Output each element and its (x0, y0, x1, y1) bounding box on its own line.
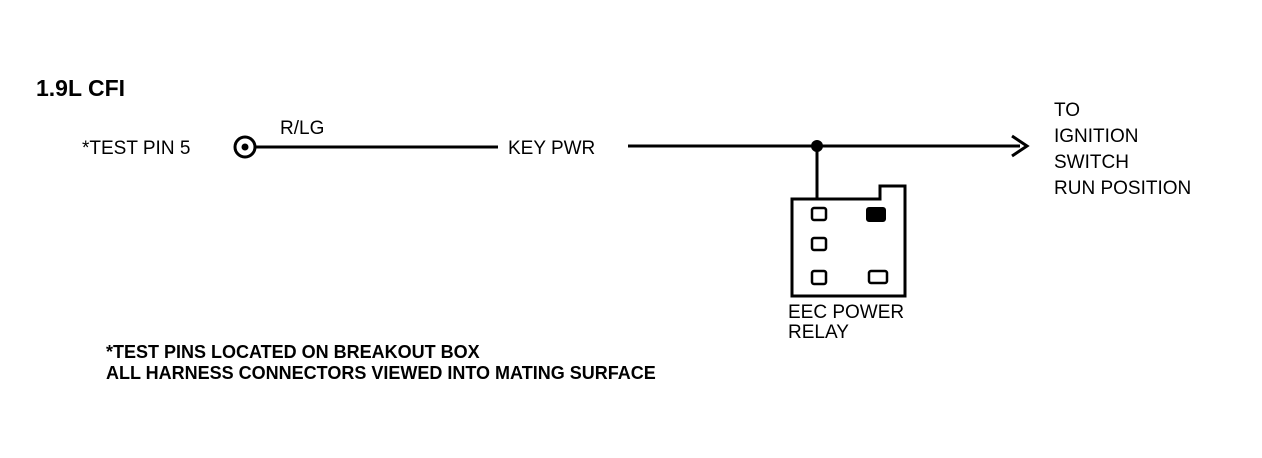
note-line-2: ALL HARNESS CONNECTORS VIEWED INTO MATIN… (106, 363, 656, 383)
arrow-right-icon (1011, 134, 1030, 158)
connector-cavity (810, 236, 828, 252)
connector-cavity (810, 206, 828, 222)
connector-cavity (810, 269, 828, 286)
relay-label-line-2: RELAY (788, 322, 849, 343)
test-pin-label: *TEST PIN 5 (82, 138, 190, 159)
relay-label-line-1: EEC POWER (788, 302, 904, 323)
test-pin-icon (233, 135, 257, 159)
wire-color-label: R/LG (280, 118, 324, 139)
circuit-label: KEY PWR (508, 138, 595, 159)
connector-cavity-filled (866, 207, 886, 222)
note-line-1: *TEST PINS LOCATED ON BREAKOUT BOX (106, 342, 480, 362)
diagram-title: 1.9L CFI (36, 75, 125, 101)
connector-cavity (867, 269, 889, 285)
destination-line-2: IGNITION (1054, 126, 1138, 147)
destination-line-3: SWITCH (1054, 152, 1129, 173)
destination-line-1: TO (1054, 100, 1080, 121)
destination-line-4: RUN POSITION (1054, 178, 1191, 199)
